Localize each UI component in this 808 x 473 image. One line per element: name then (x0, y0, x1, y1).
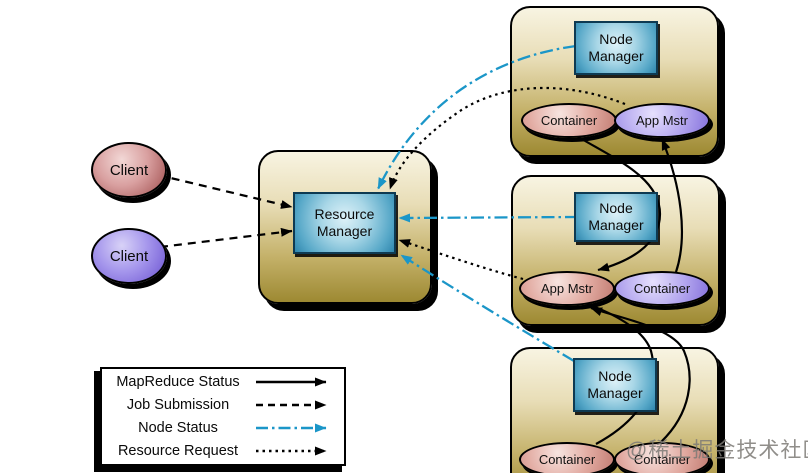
legend-label: Resource Request (117, 442, 239, 459)
client-label: Client (109, 161, 149, 179)
dotted-arrow-icon (256, 446, 327, 456)
dashed-arrow-icon (256, 400, 327, 410)
container-ellipse-node3a: Container (519, 442, 615, 473)
legend-label: Job Submission (126, 397, 230, 414)
container-label: Container (633, 452, 691, 467)
resource-manager-label: Resource Manager (314, 205, 375, 240)
node-manager-box-3: Node Manager (573, 358, 657, 412)
client-node-1: Client (91, 142, 167, 198)
legend-row-mapreduce-status: MapReduce Status (102, 371, 344, 394)
node-manager-label: Node Manager (587, 367, 643, 402)
app-mstr-ellipse-node1: App Mstr (614, 103, 710, 138)
node-manager-label: Node Manager (588, 30, 644, 65)
client-label: Client (109, 247, 149, 265)
app-mstr-ellipse-node2: App Mstr (519, 271, 615, 306)
node-manager-box-1: Node Manager (574, 21, 658, 75)
legend-label: Node Status (138, 419, 218, 436)
legend-row-job-submission: Job Submission (102, 394, 344, 417)
solid-arrow-icon (256, 377, 327, 387)
legend-row-resource-request: Resource Request (102, 439, 344, 462)
container-label: Container (538, 452, 596, 467)
resource-manager-box: Resource Manager (293, 192, 396, 254)
dashdot-arrow-icon (256, 423, 327, 433)
legend-row-node-status: Node Status (102, 417, 344, 440)
node-manager-box-2: Node Manager (574, 192, 658, 242)
client-node-2: Client (91, 228, 167, 284)
watermark-text: @稀土掘金技术社区 (626, 439, 808, 462)
container-label: Container (633, 281, 691, 296)
node-manager-label: Node Manager (588, 199, 644, 234)
app-mstr-label: App Mstr (635, 113, 688, 128)
app-mstr-label: App Mstr (540, 281, 593, 296)
legend-label: MapReduce Status (116, 374, 240, 391)
container-ellipse-node1: Container (521, 103, 617, 138)
container-ellipse-node3b: Container (614, 442, 710, 473)
container-ellipse-node2: Container (614, 271, 710, 306)
legend-box: MapReduce Status Job Submission Node Sta… (100, 367, 346, 466)
container-label: Container (540, 113, 598, 128)
